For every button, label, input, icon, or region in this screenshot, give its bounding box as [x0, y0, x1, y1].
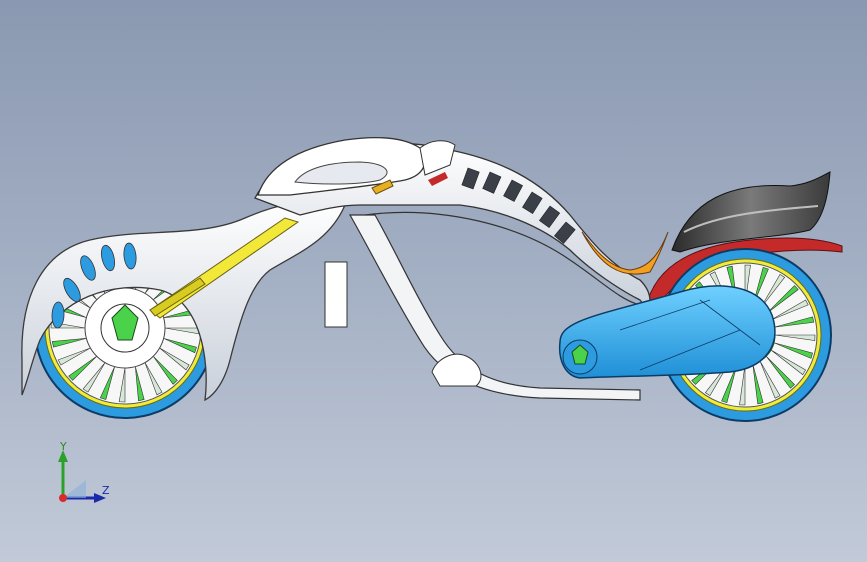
wheel-spoke [770, 299, 809, 321]
handlebar-area [419, 140, 456, 176]
tank-scoop [294, 161, 388, 185]
seat-stripe [683, 205, 819, 233]
frame-slot [482, 171, 502, 194]
petal-vent [63, 277, 81, 303]
petal-vent [80, 255, 96, 281]
seat-accent [581, 231, 669, 275]
wheel-spoke [135, 366, 145, 402]
tank-accent [371, 179, 394, 195]
wheel-spoke [739, 364, 746, 406]
wheel-spoke [153, 356, 178, 385]
foot-bracket [431, 353, 482, 387]
z-axis-arrow [94, 493, 106, 503]
wheel-spoke [773, 316, 815, 328]
wheel-spoke [770, 349, 807, 376]
axis-triad [58, 450, 106, 503]
x-axis-dot [59, 494, 67, 502]
wheel-spoke [118, 367, 126, 403]
wheel-spoke [82, 362, 106, 393]
seat [671, 171, 831, 253]
frame-slot [503, 179, 524, 202]
y-axis-label: Y [60, 440, 67, 453]
frame-slot [522, 191, 543, 215]
wheel-spoke [68, 356, 97, 381]
frame-slot [554, 221, 576, 244]
chain-guard [558, 285, 776, 379]
wheel-spoke [144, 362, 163, 396]
triad-plane [63, 480, 86, 498]
wheel-spoke [99, 366, 115, 400]
wheel-spoke [51, 338, 87, 348]
wheel-spoke [774, 334, 816, 341]
wheel-spoke [721, 363, 738, 403]
wheel-spoke [752, 363, 764, 405]
wheel-spoke [766, 285, 799, 315]
frame-slot [461, 167, 480, 190]
petal-vent [51, 301, 65, 329]
wheel-spoke [759, 273, 786, 310]
wheel-spoke [159, 347, 190, 371]
frame-slot [539, 205, 561, 229]
petal-vent [123, 242, 137, 270]
front-petal-vents [51, 242, 137, 329]
petal-vent [100, 244, 116, 272]
wheel-spoke [57, 347, 91, 366]
wheel-spoke [163, 338, 197, 354]
headlight-red [428, 172, 448, 186]
frame-lower [348, 214, 641, 401]
z-axis-label: Z [102, 484, 110, 497]
frame-inner-curve [364, 211, 641, 306]
wheel-spoke [765, 356, 795, 389]
wheel-spoke [759, 360, 781, 399]
frame-slots [461, 167, 576, 244]
kickstand-block [324, 261, 348, 328]
wheel-spoke [773, 342, 813, 359]
y-axis-arrow [58, 450, 68, 462]
